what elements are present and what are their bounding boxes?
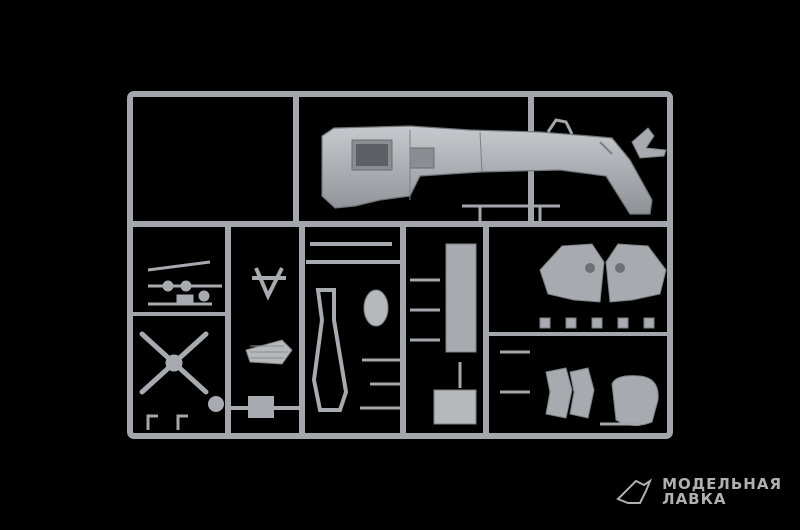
long-panel-part xyxy=(433,243,477,425)
exhaust-parts xyxy=(545,367,659,426)
small-tabs-bottom-left xyxy=(146,414,188,430)
watermark-logo: МОДЕЛЬНАЯ ЛАВКА xyxy=(614,474,782,509)
engine-cowling-halves xyxy=(539,243,667,303)
small-knobs-row xyxy=(539,317,655,329)
rotor-blade-cross xyxy=(139,331,209,395)
rods-column-four xyxy=(410,278,462,388)
small-rods-top xyxy=(462,204,560,224)
seat-frame-part xyxy=(306,242,400,412)
sprue-frame xyxy=(127,91,673,439)
watermark-line-2: ЛАВКА xyxy=(662,490,727,509)
watermark-line-1: МОДЕЛЬНАЯ xyxy=(662,474,782,493)
tail-part xyxy=(631,127,667,159)
rods-right-section xyxy=(500,350,640,426)
small-struts xyxy=(360,358,400,410)
shaft-part xyxy=(208,396,300,418)
fuselage-half-part xyxy=(321,118,653,215)
shop-logo-icon xyxy=(616,478,653,505)
oval-window-part xyxy=(363,289,389,327)
rotor-head-part xyxy=(245,339,293,365)
landing-gear-parts xyxy=(147,260,222,306)
v-bracket-part xyxy=(252,267,286,301)
